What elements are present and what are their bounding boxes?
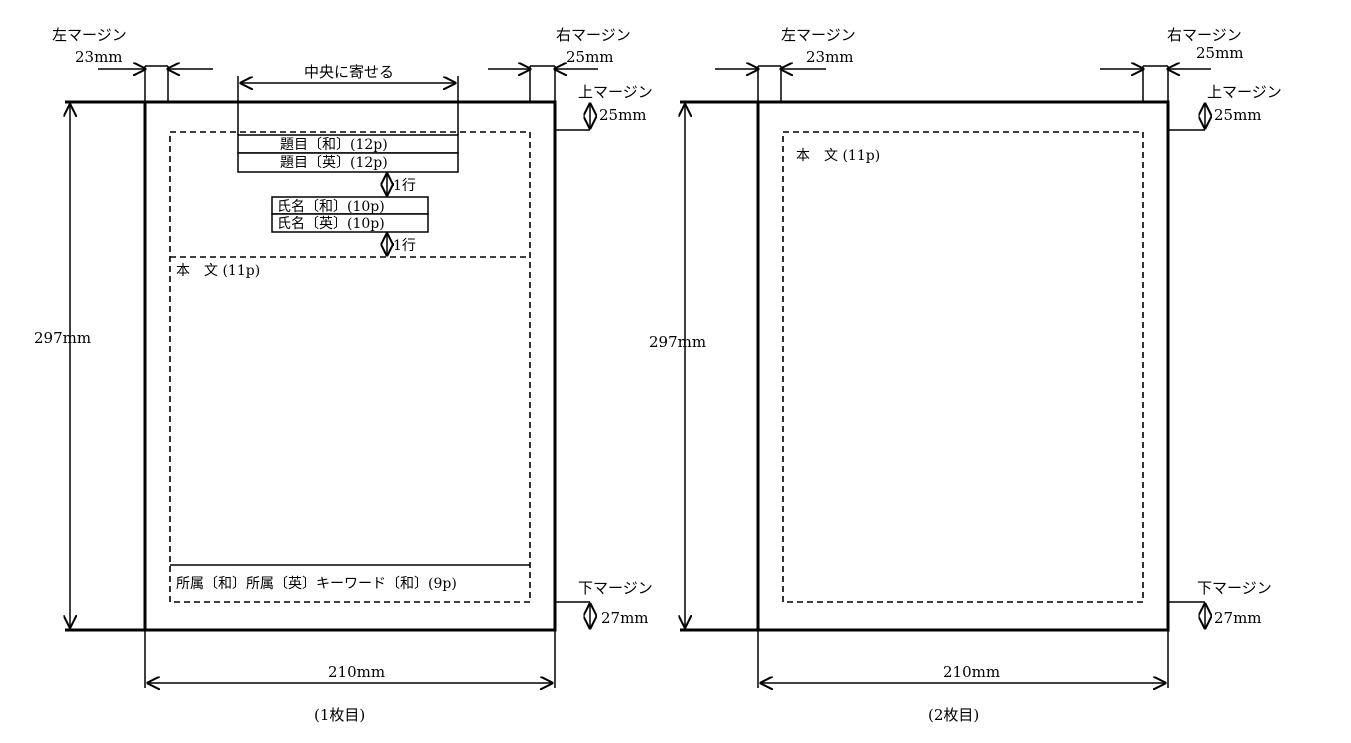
page-1-bottom-margin-value: 27mm: [601, 609, 649, 627]
page-2-caption: (2枚目): [928, 706, 979, 724]
page-2-height-value: 297mm: [649, 333, 706, 351]
page-1-height-value: 297mm: [34, 329, 91, 347]
page-1-top-margin-label: 上マージン: [578, 83, 653, 101]
page-1-body-label: 本 文 (11p): [176, 263, 260, 279]
page-1-caption: (1枚目): [314, 706, 365, 724]
page-1-top-margin-value: 25mm: [599, 106, 647, 124]
page-1-left-margin-value: 23mm: [75, 48, 123, 66]
page-1-left-margin-label: 左マージン: [52, 26, 127, 44]
page-2-body-label: 本 文 (11p): [796, 148, 880, 164]
page-2-content-area: [782, 131, 1144, 603]
page-1-content-area: [169, 131, 531, 603]
page-1-bottom-margin-label: 下マージン: [578, 579, 653, 597]
page-1-center-label: 中央に寄せる: [304, 63, 394, 81]
page-2-outline: [756, 100, 1170, 632]
page-2-right-margin-value: 25mm: [1196, 44, 1244, 62]
page-1-name-en-box: [271, 213, 429, 233]
page-2-width-value: 210mm: [943, 663, 1000, 681]
page-1-name-jp: 氏名〔和〕(10p): [277, 199, 385, 215]
page-1-diagram: 左マージン 23mm 右マージン 25mm 上マージン 25mm 下マージン 2…: [34, 26, 653, 724]
page-1-outline: [143, 100, 557, 632]
page-2-top-margin-value: 25mm: [1214, 106, 1262, 124]
page-1-width-value: 210mm: [328, 663, 385, 681]
page-1-title-en-box: [237, 152, 459, 173]
page-2-left-margin-value: 23mm: [806, 48, 854, 66]
page-2-bottom-margin-value: 27mm: [1214, 609, 1262, 627]
page-2-top-margin-label: 上マージン: [1207, 83, 1282, 101]
page-2-bottom-margin-label: 下マージン: [1197, 579, 1272, 597]
page-1-right-margin-value: 25mm: [566, 48, 614, 66]
page-1-gap1-label: 1行: [393, 178, 416, 194]
page-2-left-margin-label: 左マージン: [781, 26, 856, 44]
page-1-title-en: 題目〔英〕(12p): [280, 154, 388, 171]
page-1-right-margin-label: 右マージン: [556, 26, 631, 44]
page-1-name-en: 氏名〔英〕(10p): [277, 215, 385, 232]
page-2-right-margin-label: 右マージン: [1167, 26, 1242, 44]
page-1-title-jp: 題目〔和〕(12p): [280, 137, 388, 153]
page-1-footer-label: 所属〔和〕所属〔英〕キーワード〔和〕(9p): [176, 575, 457, 592]
page-1-gap2-label: 1行: [393, 238, 416, 254]
page-2-diagram: 左マージン 23mm 右マージン 25mm 上マージン 25mm 下マージン 2…: [649, 26, 1282, 724]
